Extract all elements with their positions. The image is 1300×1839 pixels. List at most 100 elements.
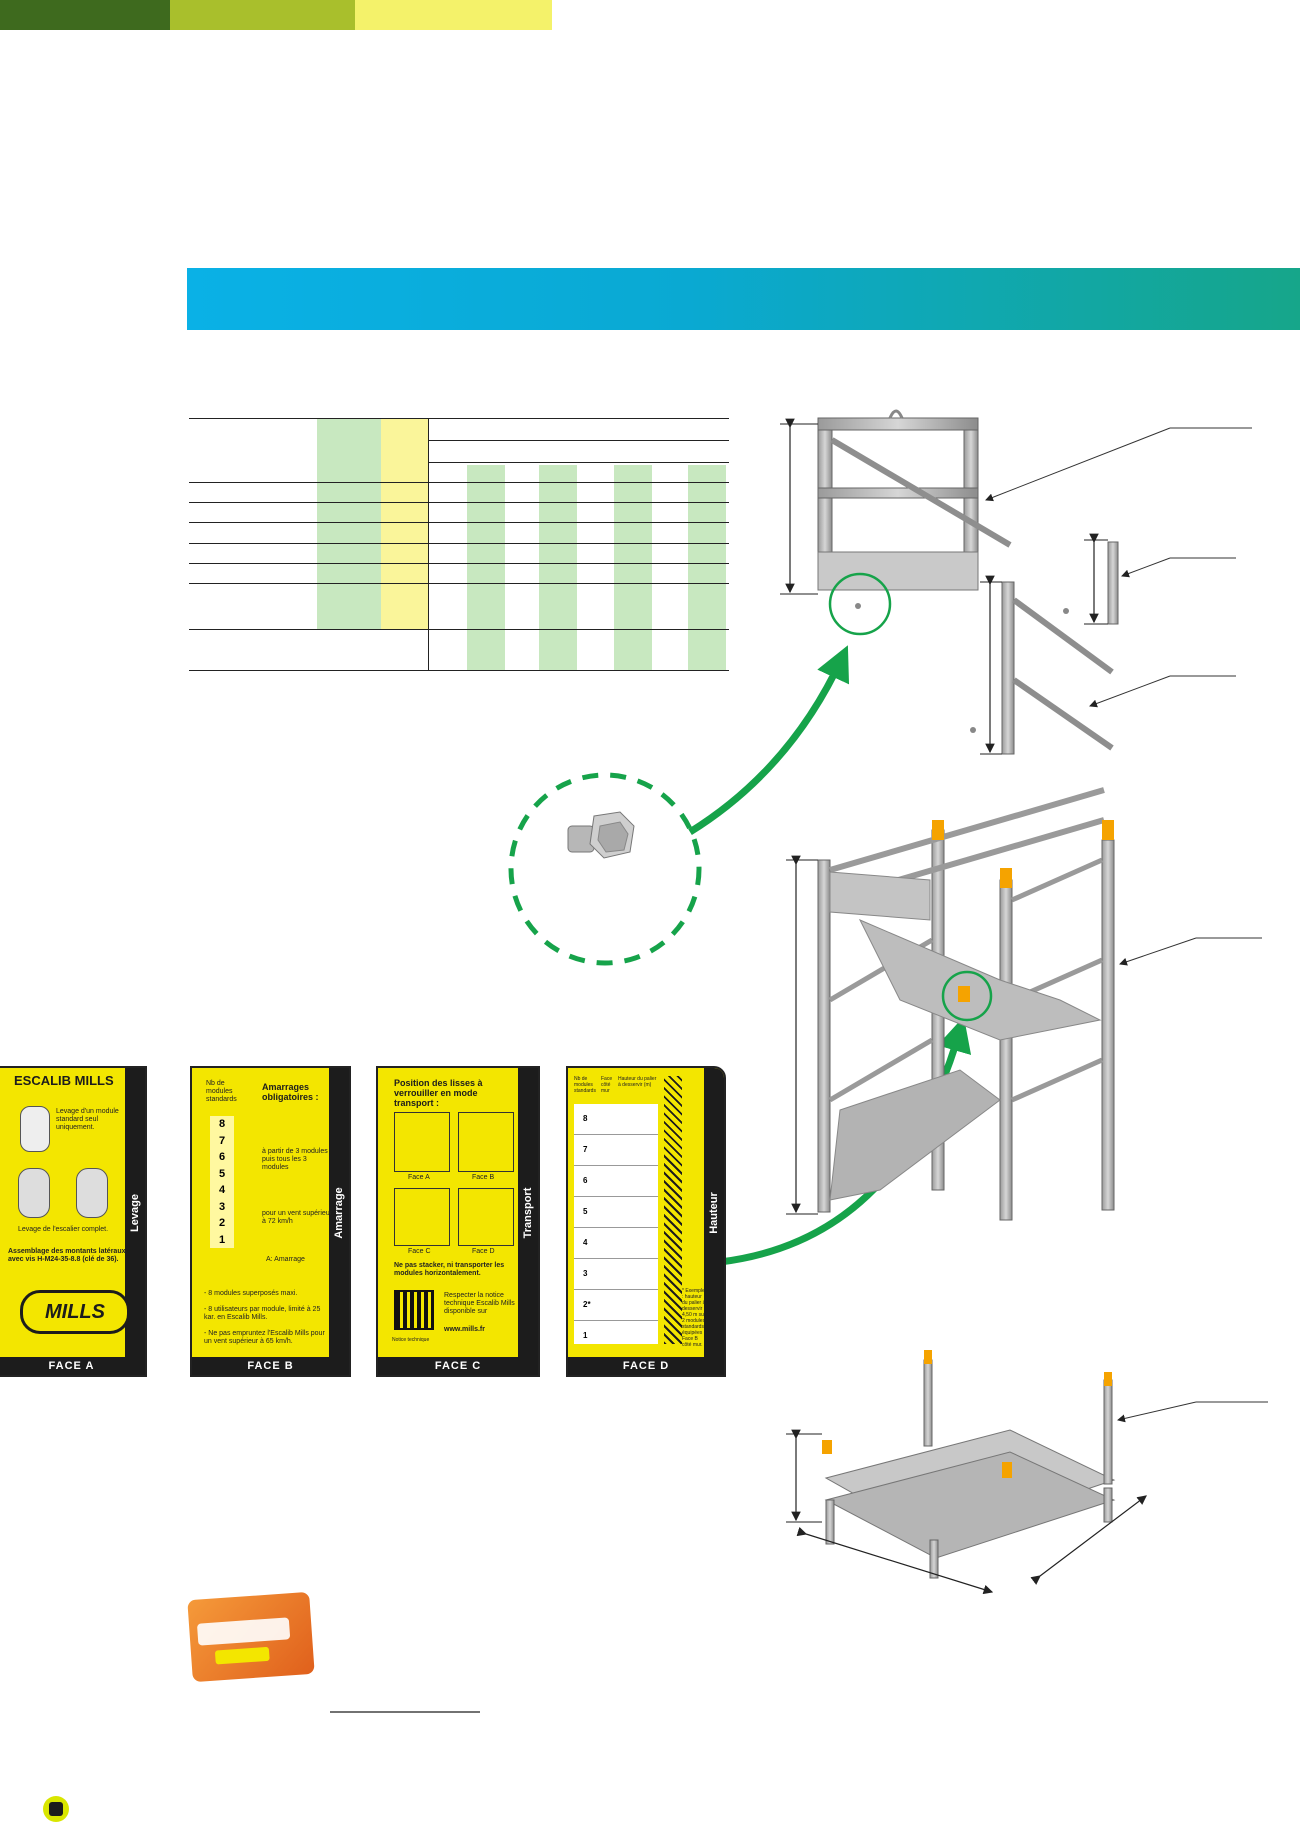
spec-table-green-column: [467, 465, 505, 670]
panel-face-label: FACE D: [568, 1357, 724, 1375]
panel-text: - 8 utilisateurs par module, limité à 25…: [204, 1306, 321, 1321]
module-level: 1: [218, 1233, 226, 1246]
spec-table-rule: [428, 462, 729, 463]
module-count: 6: [574, 1166, 658, 1197]
panel-text: Assemblage des montants latéraux avec vi…: [8, 1248, 126, 1263]
panel-face-label: FACE C: [378, 1357, 538, 1375]
panel-face-label: FACE B: [192, 1357, 349, 1375]
table-header: Nb de modules standards: [574, 1076, 596, 1094]
lifting-hook-icon: [18, 1168, 50, 1218]
spec-table-yellow-column: [381, 418, 428, 629]
panel-side-label: Levage: [129, 1193, 141, 1232]
stair-module-drawing: [786, 787, 1262, 1221]
post-drawing: [1084, 533, 1236, 625]
spec-table-rule: [189, 670, 729, 671]
panel-side-label: Transport: [522, 1187, 534, 1238]
module-count: 2*: [574, 1290, 658, 1321]
module-count: 3: [574, 1259, 658, 1290]
table-header: Hauteur du palier à desservir (m): [618, 1076, 657, 1088]
module-level: 3: [218, 1200, 226, 1213]
spec-table-rule: [189, 629, 729, 630]
mills-logo: MILLS: [20, 1290, 130, 1334]
panel-text: Levage d'un module standard seul uniquem…: [56, 1108, 119, 1131]
table-header: Face côté mur: [601, 1076, 613, 1094]
panel-text: Respecter la notice technique Escalib Mi…: [444, 1292, 515, 1315]
panel-text: A: Amarrage: [266, 1256, 305, 1263]
qr-code: [394, 1290, 434, 1330]
panel-side-label: Hauteur: [708, 1191, 720, 1234]
module-count: 7: [574, 1135, 658, 1166]
panel-text: à partir de 3 modules puis tous les 3 mo…: [262, 1148, 328, 1171]
base-module-drawing: [786, 1350, 1268, 1595]
height-scale-graphic: [664, 1076, 682, 1344]
spec-table: [189, 418, 729, 671]
label-panel-face-c: Transport Position des lisses à verrouil…: [376, 1066, 540, 1377]
header-stripe-yellow: [355, 0, 552, 30]
spec-table-green-column: [539, 465, 577, 670]
panel-text: www.mills.fr: [444, 1326, 485, 1333]
frame-panel-drawing: [780, 409, 1252, 636]
lifting-ring-icon: [20, 1106, 50, 1152]
side-post-drawing: [970, 575, 1236, 755]
label-panel-face-d: Hauteur Nb de modules standards Face côt…: [566, 1066, 726, 1377]
spec-table-rule: [428, 440, 729, 441]
height-table: 8 7 6 5 4 3 2* 1: [574, 1104, 658, 1344]
label-panel-face-b: Amarrage Nb de modules standards Amarrag…: [190, 1066, 351, 1377]
module-level: 2: [218, 1217, 226, 1229]
module-stack-column: 8 7 6 5 4 3 2 1: [210, 1116, 234, 1248]
diagram-label: Face B: [472, 1174, 495, 1181]
panel-text: - Ne pas empruntez l'Escalib Mills pour …: [204, 1330, 325, 1345]
module-count: 1: [583, 1331, 588, 1340]
bolt-detail: [508, 772, 702, 966]
spec-table-green-column: [614, 465, 652, 670]
rail-position-diagram: [394, 1112, 450, 1172]
panel-column-header: Nb de modules standards: [206, 1080, 237, 1103]
panel-side-tab: Hauteur: [704, 1068, 724, 1357]
panel-text: Levage de l'escalier complet.: [18, 1226, 109, 1233]
panel-side-label: Amarrage: [333, 1186, 345, 1239]
panel-title: Position des lisses à verrouiller en mod…: [394, 1078, 483, 1108]
panel-note: * Exemple : hauteur du palier à desservi…: [682, 1288, 706, 1348]
spec-table-green-column: [688, 465, 726, 670]
module-level: 7: [218, 1134, 226, 1147]
panel-title: Amarrages obligatoires :: [262, 1082, 319, 1102]
module-level: 8: [218, 1118, 226, 1130]
mills-logo-icon: [43, 1796, 69, 1822]
panel-text: Ne pas stacker, ni transporter les modul…: [394, 1262, 505, 1277]
diagram-label: Face C: [408, 1248, 431, 1255]
spec-table-rule: [189, 563, 729, 564]
spec-table-rule: [189, 543, 729, 544]
panel-text: pour un vent supérieur à 72 km/h: [262, 1210, 333, 1225]
spec-table-rule: [189, 502, 729, 503]
spec-table-rule: [189, 583, 729, 584]
module-count: 8: [574, 1104, 658, 1135]
diagram-label: Face D: [472, 1248, 495, 1255]
spec-table-divider: [428, 418, 429, 671]
rail-position-diagram: [458, 1188, 514, 1246]
spec-table-rule: [189, 418, 729, 419]
logo-inner-mark: [49, 1802, 63, 1816]
noemi3d-badge: [187, 1591, 315, 1683]
panel-text: Notice technique: [392, 1337, 430, 1343]
header-stripe-olive: [170, 0, 355, 30]
spec-table-green-column: [317, 418, 381, 629]
spec-table-rule: [189, 522, 729, 523]
rail-position-diagram: [394, 1188, 450, 1246]
panel-text: - 8 modules superposés maxi.: [204, 1290, 298, 1297]
lifting-hook-icon: [76, 1168, 108, 1218]
panel-side-tab: Transport: [518, 1068, 538, 1357]
module-level: 6: [218, 1151, 226, 1163]
panel-side-tab: Levage: [125, 1068, 145, 1357]
badge-mills-shape: [214, 1646, 270, 1665]
module-count: 4: [574, 1228, 658, 1259]
panel-title: ESCALIB MILLS: [14, 1073, 114, 1088]
module-level: 5: [218, 1167, 226, 1180]
section-banner: [187, 268, 1300, 330]
rail-position-diagram: [458, 1112, 514, 1172]
diagram-label: Face A: [408, 1174, 430, 1181]
module-count: 5: [574, 1197, 658, 1228]
badge-wordmark-shape: [196, 1617, 291, 1646]
panel-side-tab: Amarrage: [329, 1068, 349, 1357]
header-stripe-dark: [0, 0, 170, 30]
